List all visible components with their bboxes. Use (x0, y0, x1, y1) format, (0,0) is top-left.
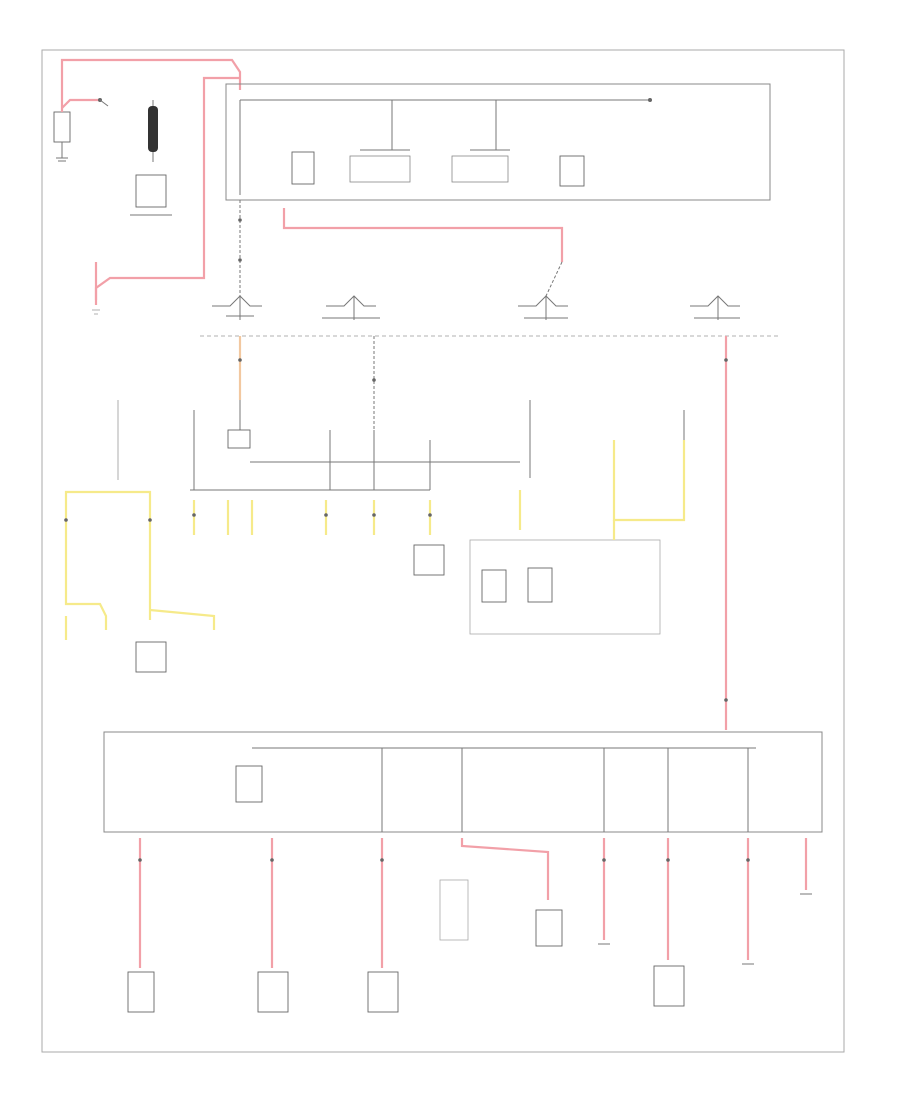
ignition-feed-wire (282, 208, 564, 262)
right-yellow-u (612, 440, 686, 522)
switch-icon (212, 295, 740, 320)
relay-4 (559, 155, 585, 187)
relay-2 (349, 155, 411, 183)
yellow-wire-stubs (192, 500, 432, 535)
left-component (135, 641, 167, 673)
fuse-icon (381, 748, 749, 832)
lower-fuse-block (103, 731, 823, 833)
generator-feed-wire (94, 76, 240, 305)
component-3 (367, 971, 399, 1013)
battery-to-starter-wire (61, 98, 100, 109)
battery-section (53, 111, 71, 162)
battery-feed-wire (60, 58, 242, 112)
component-1 (127, 971, 155, 1013)
battery-symbol (53, 111, 71, 143)
fuse-icon (239, 100, 510, 195)
component-4 (535, 909, 563, 947)
left-yellow-loop (64, 500, 108, 630)
ground-icon (598, 893, 812, 965)
connector-icon (64, 218, 750, 862)
starter-coil (148, 100, 158, 162)
diagram-frame (41, 49, 845, 1053)
relay-3 (451, 155, 509, 183)
relay-1 (291, 151, 315, 185)
lower-red-drops (138, 838, 808, 968)
component-5 (653, 965, 685, 1007)
underhood-fuse-block (225, 83, 771, 201)
generator-box (135, 174, 167, 208)
component-2 (257, 971, 289, 1013)
